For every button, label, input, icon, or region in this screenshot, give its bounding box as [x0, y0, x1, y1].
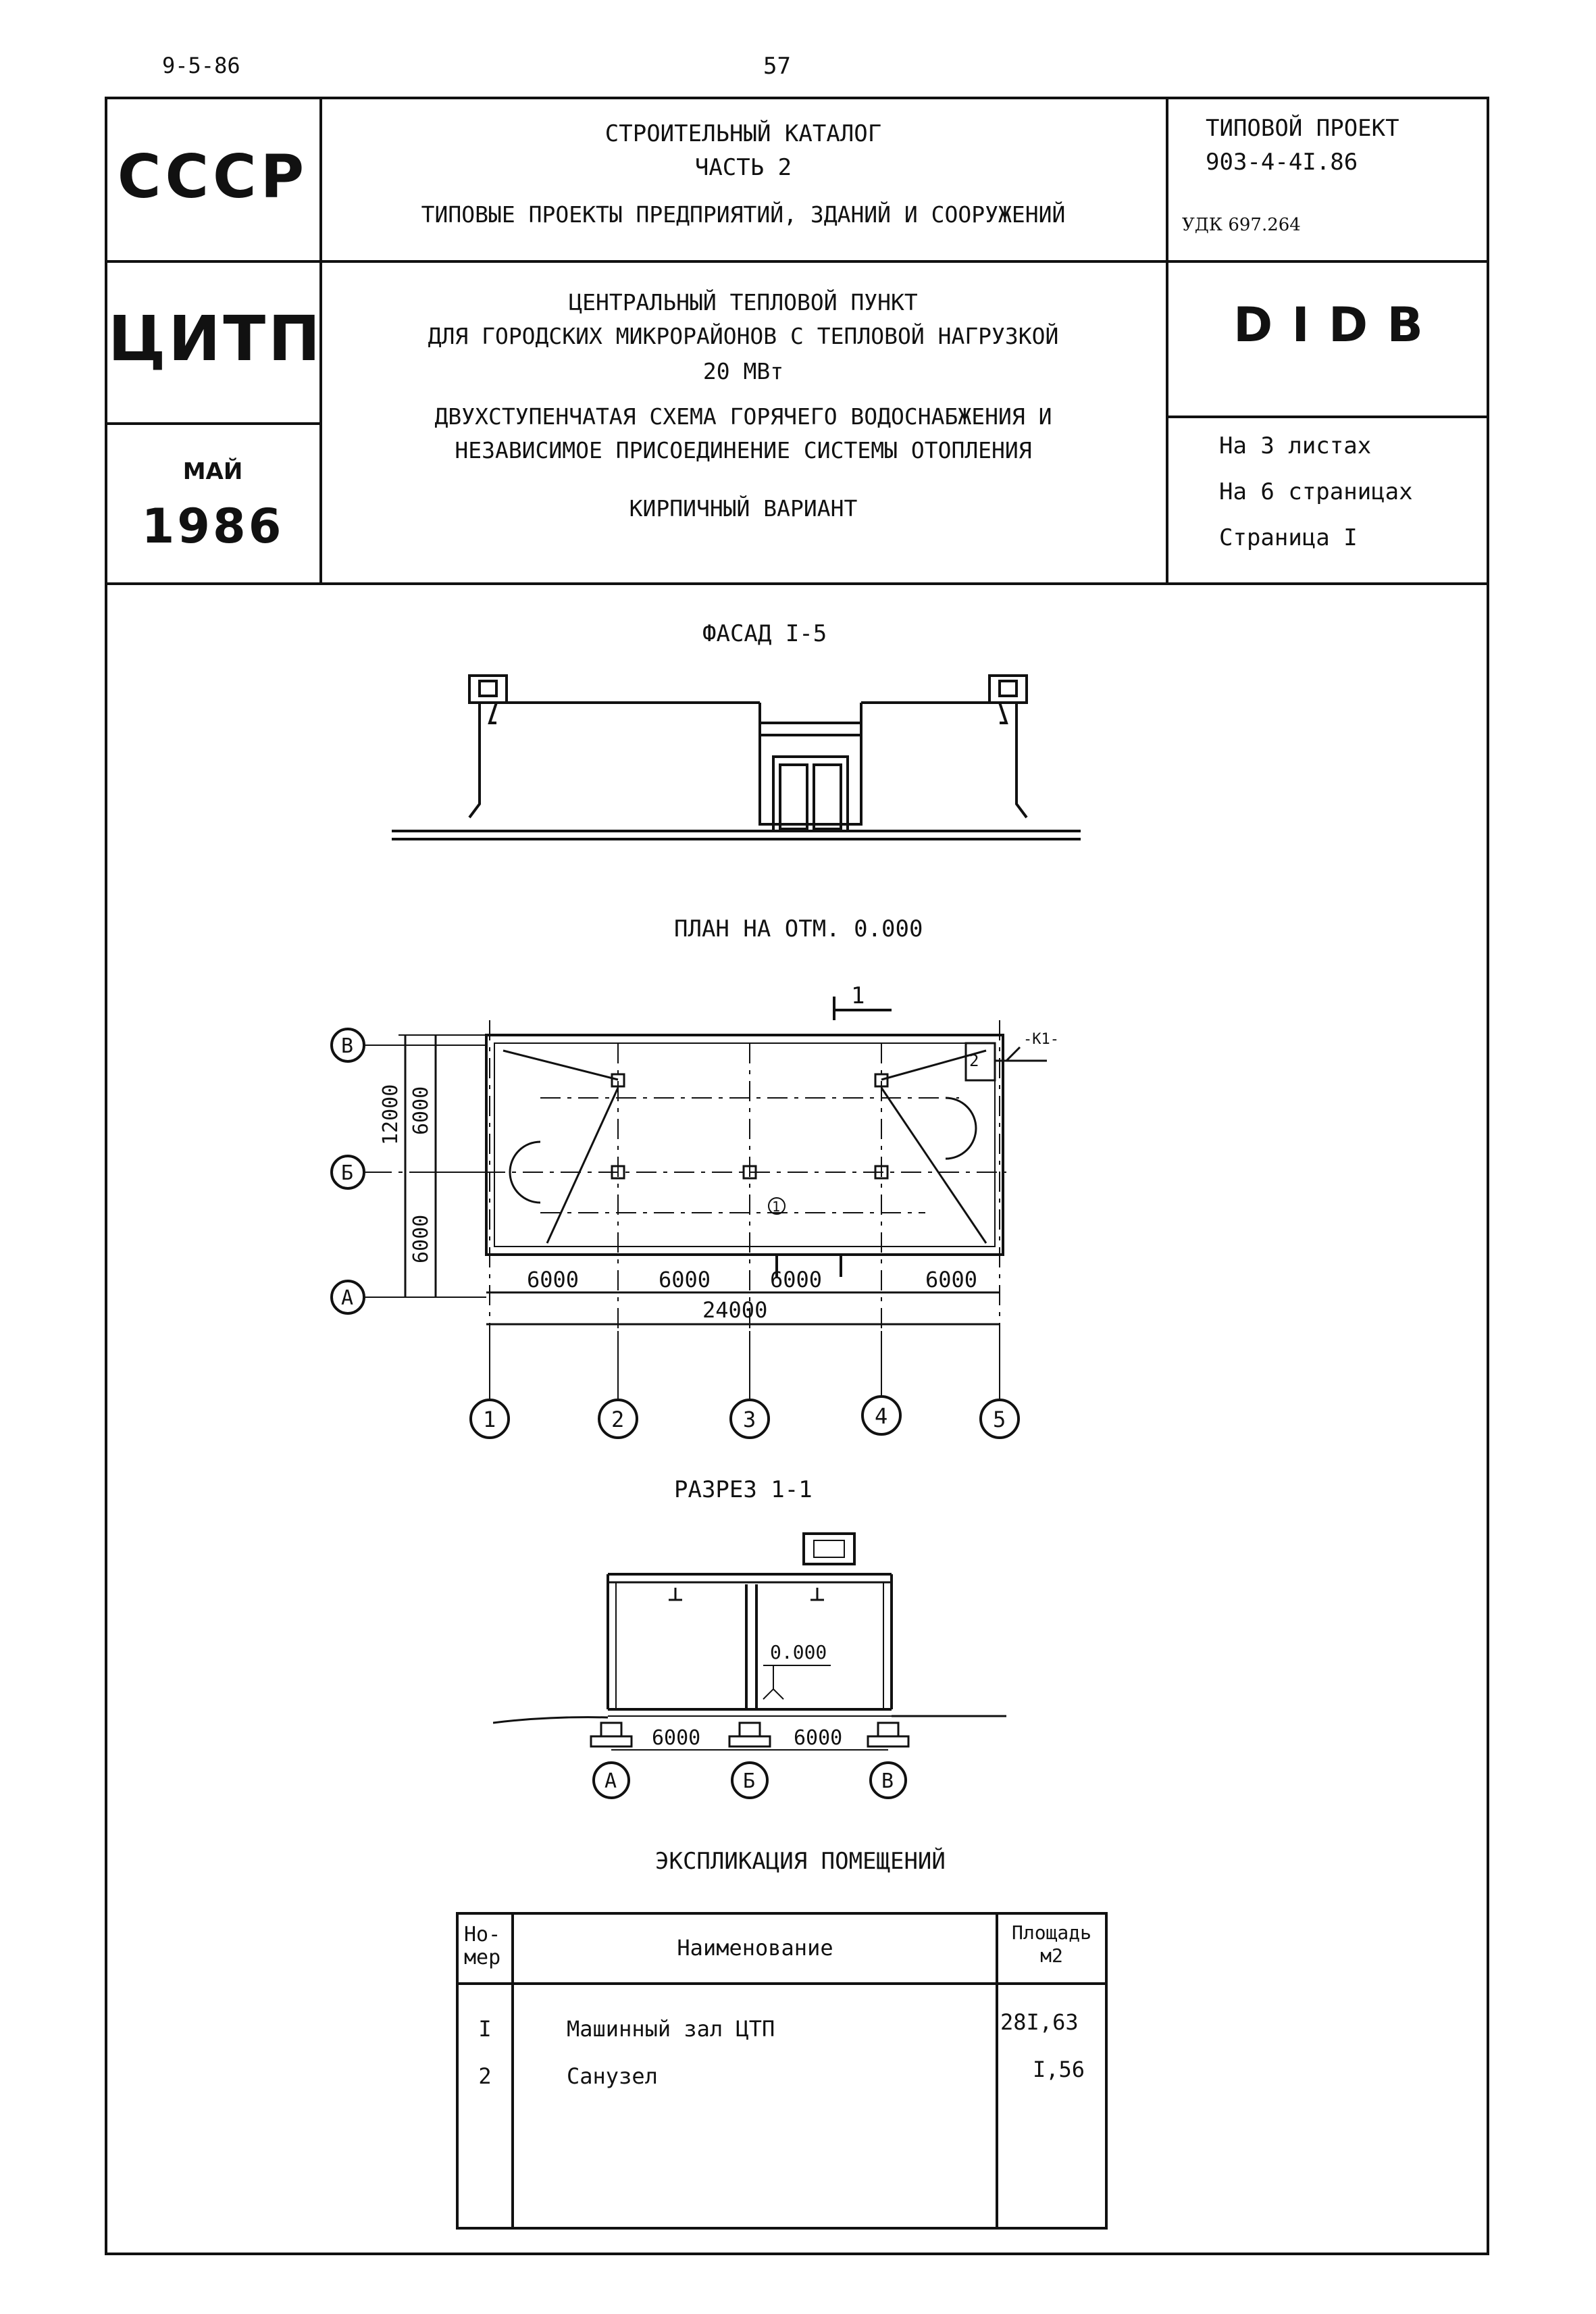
col-area-header-1: Площадь [1011, 1921, 1091, 1944]
table-header-divider [459, 1982, 1105, 1985]
section-axis-v: В [881, 1769, 894, 1793]
elevation-label: 0.000 [770, 1641, 827, 1663]
desc-line-6: КИРПИЧНЫЙ ВАРИАНТ [629, 495, 858, 522]
dim-12000: 12000 [379, 1084, 403, 1145]
dim-6000-d: 6000 [925, 1267, 977, 1292]
tb-row-divider-1 [105, 260, 1489, 263]
desc-line-5: НЕЗАВИСИМОЕ ПРИСОЕДИНЕНИЕ СИСТЕМЫ ОТОПЛЕ… [455, 437, 1032, 463]
table-row-2-number: 2 [478, 2063, 492, 2089]
axis-number-3: 3 [743, 1407, 756, 1432]
doc-code: 9-5-86 [162, 53, 240, 78]
code-label: D I D B [1233, 297, 1424, 353]
facade-title: ФАСАД I-5 [702, 620, 827, 647]
section-dim-6000-a: 6000 [652, 1726, 700, 1750]
section-dim-6000-b: 6000 [794, 1726, 842, 1750]
explication-table: Но- мер Наименование Площадь м2 I Машинн… [456, 1912, 1108, 2230]
tb-row-divider-2-left [105, 422, 319, 425]
abbr-label: ЦИТП [108, 303, 324, 375]
month-label: МАЙ [182, 458, 243, 485]
plan-drawing: 1 2 -К1- 1 12000 6000 6000 60 [330, 982, 1059, 1439]
axis-number-2: 2 [611, 1407, 624, 1432]
catalog-subtitle: ТИПОВЫЕ ПРОЕКТЫ ПРЕДПРИЯТИЙ, ЗДАНИЙ И СО… [421, 201, 1066, 228]
pages-label: На 6 страницах [1219, 478, 1413, 505]
catalog-part: ЧАСТЬ 2 [694, 154, 792, 181]
col-name-header: Наименование [677, 1935, 833, 1961]
table-row-2-area: I,56 [1033, 2057, 1085, 2082]
axis-number-4: 4 [875, 1403, 887, 1429]
page-number: 57 [763, 53, 791, 80]
dim-6000-b: 6000 [659, 1267, 711, 1292]
table-row-2-name: Санузел [567, 2063, 658, 2089]
room-2-number: 2 [969, 1051, 979, 1070]
tb-divider-right [1166, 97, 1168, 584]
desc-line-4: ДВУХСТУПЕНЧАТАЯ СХЕМА ГОРЯЧЕГО ВОДОСНАБЖ… [434, 403, 1052, 430]
project-label: ТИПОВОЙ ПРОЕКТ [1206, 115, 1399, 142]
pipe-label: -К1- [1023, 1031, 1059, 1048]
dim-6000-lower: 6000 [409, 1215, 433, 1263]
axis-number-1: 1 [483, 1407, 496, 1432]
section-axis-b: Б [743, 1769, 755, 1793]
desc-line-1: ЦЕНТРАЛЬНЫЙ ТЕПЛОВОЙ ПУНКТ [569, 289, 918, 316]
sheets-label: На 3 листах [1219, 432, 1372, 459]
plan-title: ПЛАН НА ОТМ. 0.000 [674, 915, 923, 942]
dim-6000-upper: 6000 [409, 1086, 433, 1135]
catalog-title: СТРОИТЕЛЬНЫЙ КАТАЛОГ [604, 120, 882, 147]
col-number-header-2: мер [464, 1946, 501, 1969]
year-label: 1986 [141, 499, 284, 554]
axis-letter-b: Б [341, 1161, 353, 1185]
axis-letter-v: В [341, 1034, 353, 1058]
col-number-header-1: Но- [464, 1923, 501, 1946]
explication-title: ЭКСПЛИКАЦИЯ ПОМЕЩЕНИЙ [655, 1848, 946, 1875]
project-number: 903-4-4I.86 [1206, 149, 1358, 176]
room-1-number: 1 [772, 1199, 780, 1215]
section-drawing: 0.000 6000 6000 А Б В [493, 1532, 1006, 1799]
sheet-frame [105, 97, 1489, 2255]
col-area-header-2: м2 [1040, 1944, 1063, 1967]
desc-line-2: ДЛЯ ГОРОДСКИХ МИКРОРАЙОНОВ С ТЕПЛОВОЙ НА… [428, 323, 1059, 349]
dim-6000-c: 6000 [770, 1267, 822, 1292]
table-row-1-name: Машинный зал ЦТП [567, 2016, 775, 2042]
axis-number-5: 5 [993, 1407, 1006, 1432]
country-label: СССР [117, 142, 309, 211]
table-row-1-area: 28I,63 [1000, 2009, 1079, 2035]
facade-drawing [392, 674, 1081, 840]
section-title: РАЗРЕЗ 1-1 [674, 1476, 813, 1503]
axis-letter-a: А [341, 1286, 353, 1310]
dim-6000-a: 6000 [527, 1267, 579, 1292]
page-label: Страница I [1219, 524, 1358, 551]
tb-row-divider-2-right [1166, 416, 1489, 418]
dim-24000: 24000 [702, 1297, 767, 1323]
table-col-divider-2 [996, 1915, 998, 2227]
tb-divider-left [319, 97, 322, 584]
section-axis-a: А [604, 1769, 617, 1793]
tb-bottom-divider [105, 582, 1489, 585]
table-row-1-number: I [478, 2016, 492, 2042]
desc-line-3: 20 МВт [702, 358, 784, 384]
section-mark-top: 1 [851, 982, 865, 1009]
table-col-divider-1 [511, 1915, 514, 2227]
udk-label: УДК 697.264 [1182, 215, 1301, 235]
